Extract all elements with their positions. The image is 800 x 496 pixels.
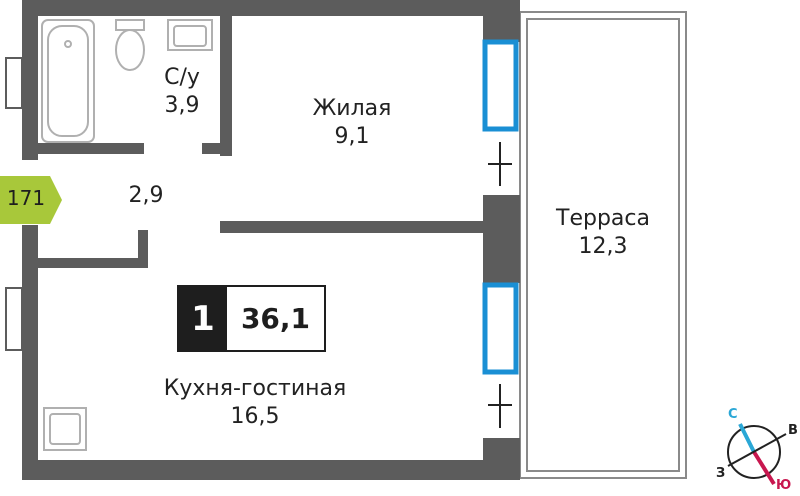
door-markers	[488, 142, 512, 428]
kitchen-sink	[43, 407, 87, 451]
compass-west-label: З	[716, 466, 726, 481]
compass-east-label: В	[788, 423, 798, 438]
compass-north-label: С	[728, 407, 738, 422]
compass-south-label: Ю	[776, 478, 792, 493]
bathroom-name: С/у	[164, 65, 200, 90]
apartment-number: 171	[6, 186, 46, 210]
terrace-label: Терраса 12,3	[530, 205, 676, 261]
apartment-number-badge	[0, 176, 62, 224]
toilet	[115, 19, 145, 71]
terrace-area: 12,3	[578, 234, 628, 259]
bathroom-area: 3,9	[164, 93, 200, 118]
kitchen-window	[482, 282, 519, 375]
kitchen-living-name: Кухня-гостиная	[163, 376, 347, 401]
terrace-name: Терраса	[556, 206, 650, 231]
left-windows	[5, 57, 23, 351]
bedroom-area: 9,1	[334, 124, 370, 149]
windows	[482, 39, 519, 375]
bedroom-name: Жилая	[312, 96, 392, 121]
bedroom-label: Жилая 9,1	[292, 95, 412, 151]
bathtub	[41, 19, 95, 143]
compass	[727, 423, 787, 486]
walls	[22, 0, 520, 480]
hallway-area: 2,9	[128, 183, 164, 208]
kitchen-living-area: 16,5	[230, 404, 280, 429]
compass-south-needle	[752, 450, 776, 486]
kitchen-living-label: Кухня-гостиная 16,5	[140, 375, 370, 431]
sink	[167, 19, 213, 51]
total-area: 36,1	[240, 302, 311, 335]
apartment-summary: 1 36,1	[177, 285, 326, 352]
compass-north-needle	[738, 423, 756, 453]
compass-east-west-line	[727, 433, 787, 467]
hallway-label: 2,9	[118, 182, 174, 210]
bathroom-label: С/у 3,9	[150, 64, 214, 120]
bedroom-window	[482, 39, 519, 132]
rooms-count: 1	[179, 287, 227, 350]
